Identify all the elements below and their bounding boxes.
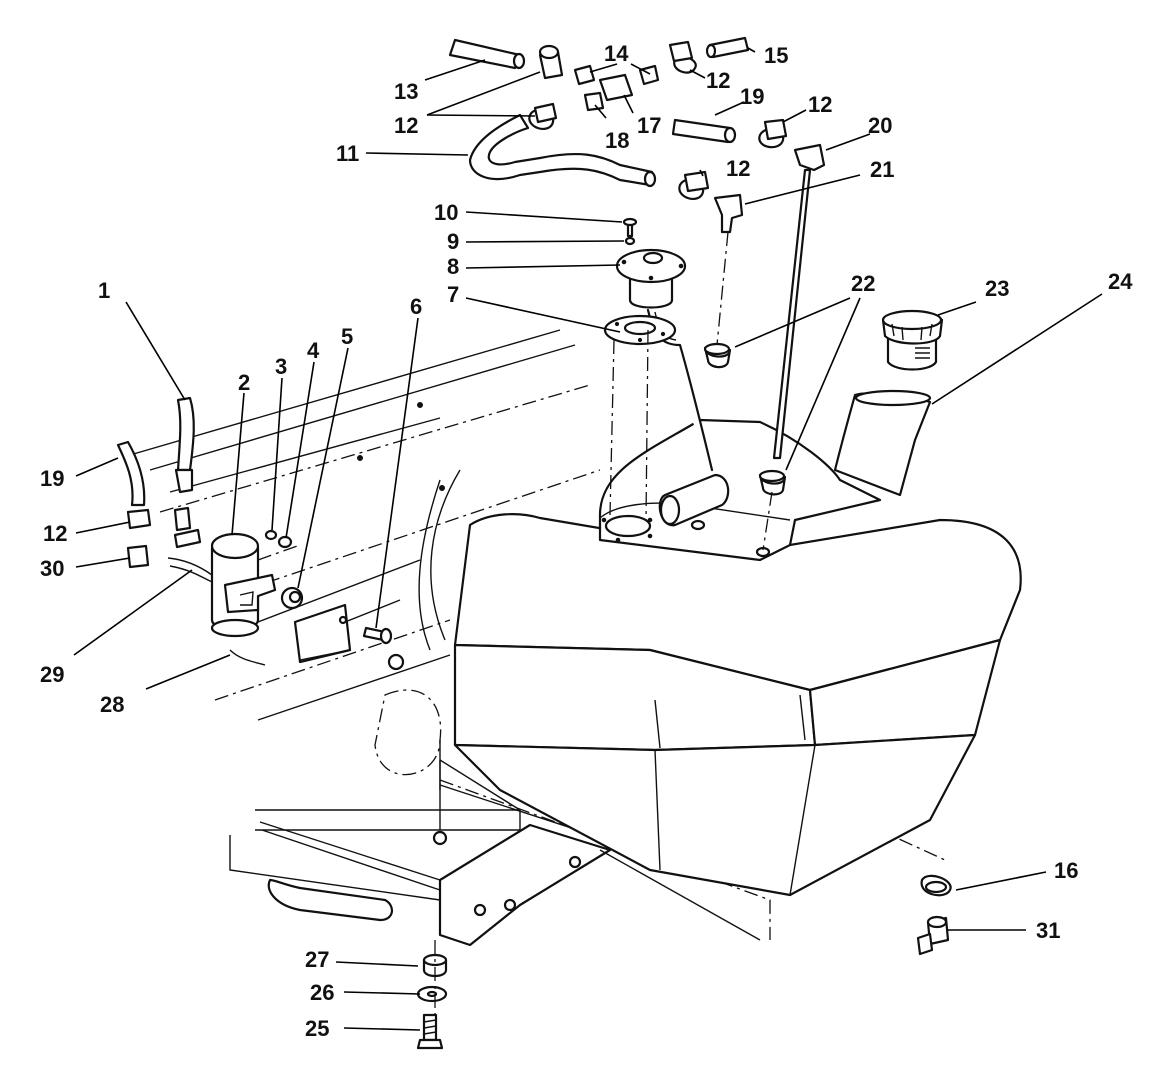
vent-hose-assembly <box>448 36 826 551</box>
callout-21: 21 <box>870 157 894 182</box>
callout-10: 10 <box>434 200 458 225</box>
callout-28: 28 <box>100 692 124 717</box>
callout-18: 18 <box>605 128 629 153</box>
callout-16: 16 <box>1054 858 1078 883</box>
callout-12-d: 12 <box>726 156 750 181</box>
fuel-tank <box>453 389 1022 897</box>
callout-25: 25 <box>305 1016 329 1041</box>
callout-29: 29 <box>40 662 64 687</box>
callout-11: 11 <box>336 141 359 166</box>
callout-17: 17 <box>637 113 661 138</box>
callout-14: 14 <box>604 41 629 66</box>
callout-labels: 1 2 3 4 5 6 7 8 9 10 11 12 12 12 12 12 1… <box>40 41 1133 1041</box>
callout-19-a: 19 <box>740 84 764 109</box>
callout-9: 9 <box>447 229 459 254</box>
callout-30: 30 <box>40 556 64 581</box>
callout-2: 2 <box>238 370 250 395</box>
mounting-hardware <box>416 874 952 1050</box>
callout-leaders <box>73 47 1103 1031</box>
callout-26: 26 <box>310 980 334 1005</box>
callout-5: 5 <box>341 324 353 349</box>
callout-6: 6 <box>410 294 422 319</box>
callout-13: 13 <box>394 79 418 104</box>
callout-7: 7 <box>447 282 459 307</box>
callout-1: 1 <box>98 278 110 303</box>
callout-12-c: 12 <box>808 92 832 117</box>
frame-chassis <box>129 329 946 947</box>
callout-12-e: 12 <box>43 521 67 546</box>
callout-8: 8 <box>447 254 459 279</box>
callout-22: 22 <box>851 271 875 296</box>
callout-12-b: 12 <box>706 68 730 93</box>
callout-24: 24 <box>1108 269 1133 294</box>
callout-19-b: 19 <box>40 466 64 491</box>
callout-4: 4 <box>307 338 320 363</box>
fuel-filter-assembly <box>116 396 393 666</box>
callout-27: 27 <box>305 947 329 972</box>
callout-23: 23 <box>985 276 1009 301</box>
callout-15: 15 <box>764 43 788 68</box>
fuel-gauge-sender <box>603 217 730 527</box>
fuel-cap <box>881 309 944 371</box>
callout-12-a: 12 <box>394 113 418 138</box>
callout-31: 31 <box>1036 918 1060 943</box>
callout-3: 3 <box>275 354 287 379</box>
callout-20: 20 <box>868 113 892 138</box>
